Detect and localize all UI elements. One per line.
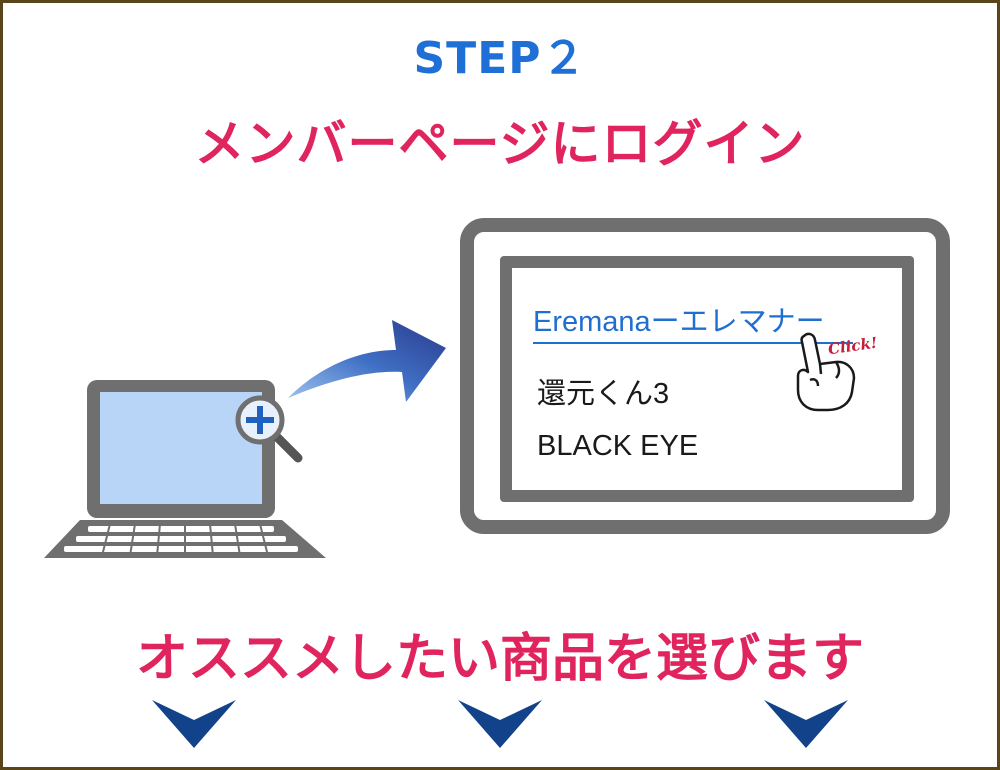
eremana-link[interactable]: Eremanaーエレマナー [533,298,853,344]
chevron-down-icon [152,700,236,748]
instruction-text: オススメしたい商品を選びます [135,629,864,689]
curved-arrow-icon [288,320,446,402]
list-item: 還元くん3 [537,378,670,410]
step-label: STEP２ [413,33,587,84]
page-heading: メンバーページにログイン [194,115,806,173]
pointing-hand-icon [796,332,856,412]
chevron-down-icon [764,700,848,748]
laptop-icon [44,380,326,558]
list-item: BLACK EYE [537,430,699,462]
zoom-in-magnifier-icon [235,395,303,463]
chevron-down-icon [458,700,542,748]
